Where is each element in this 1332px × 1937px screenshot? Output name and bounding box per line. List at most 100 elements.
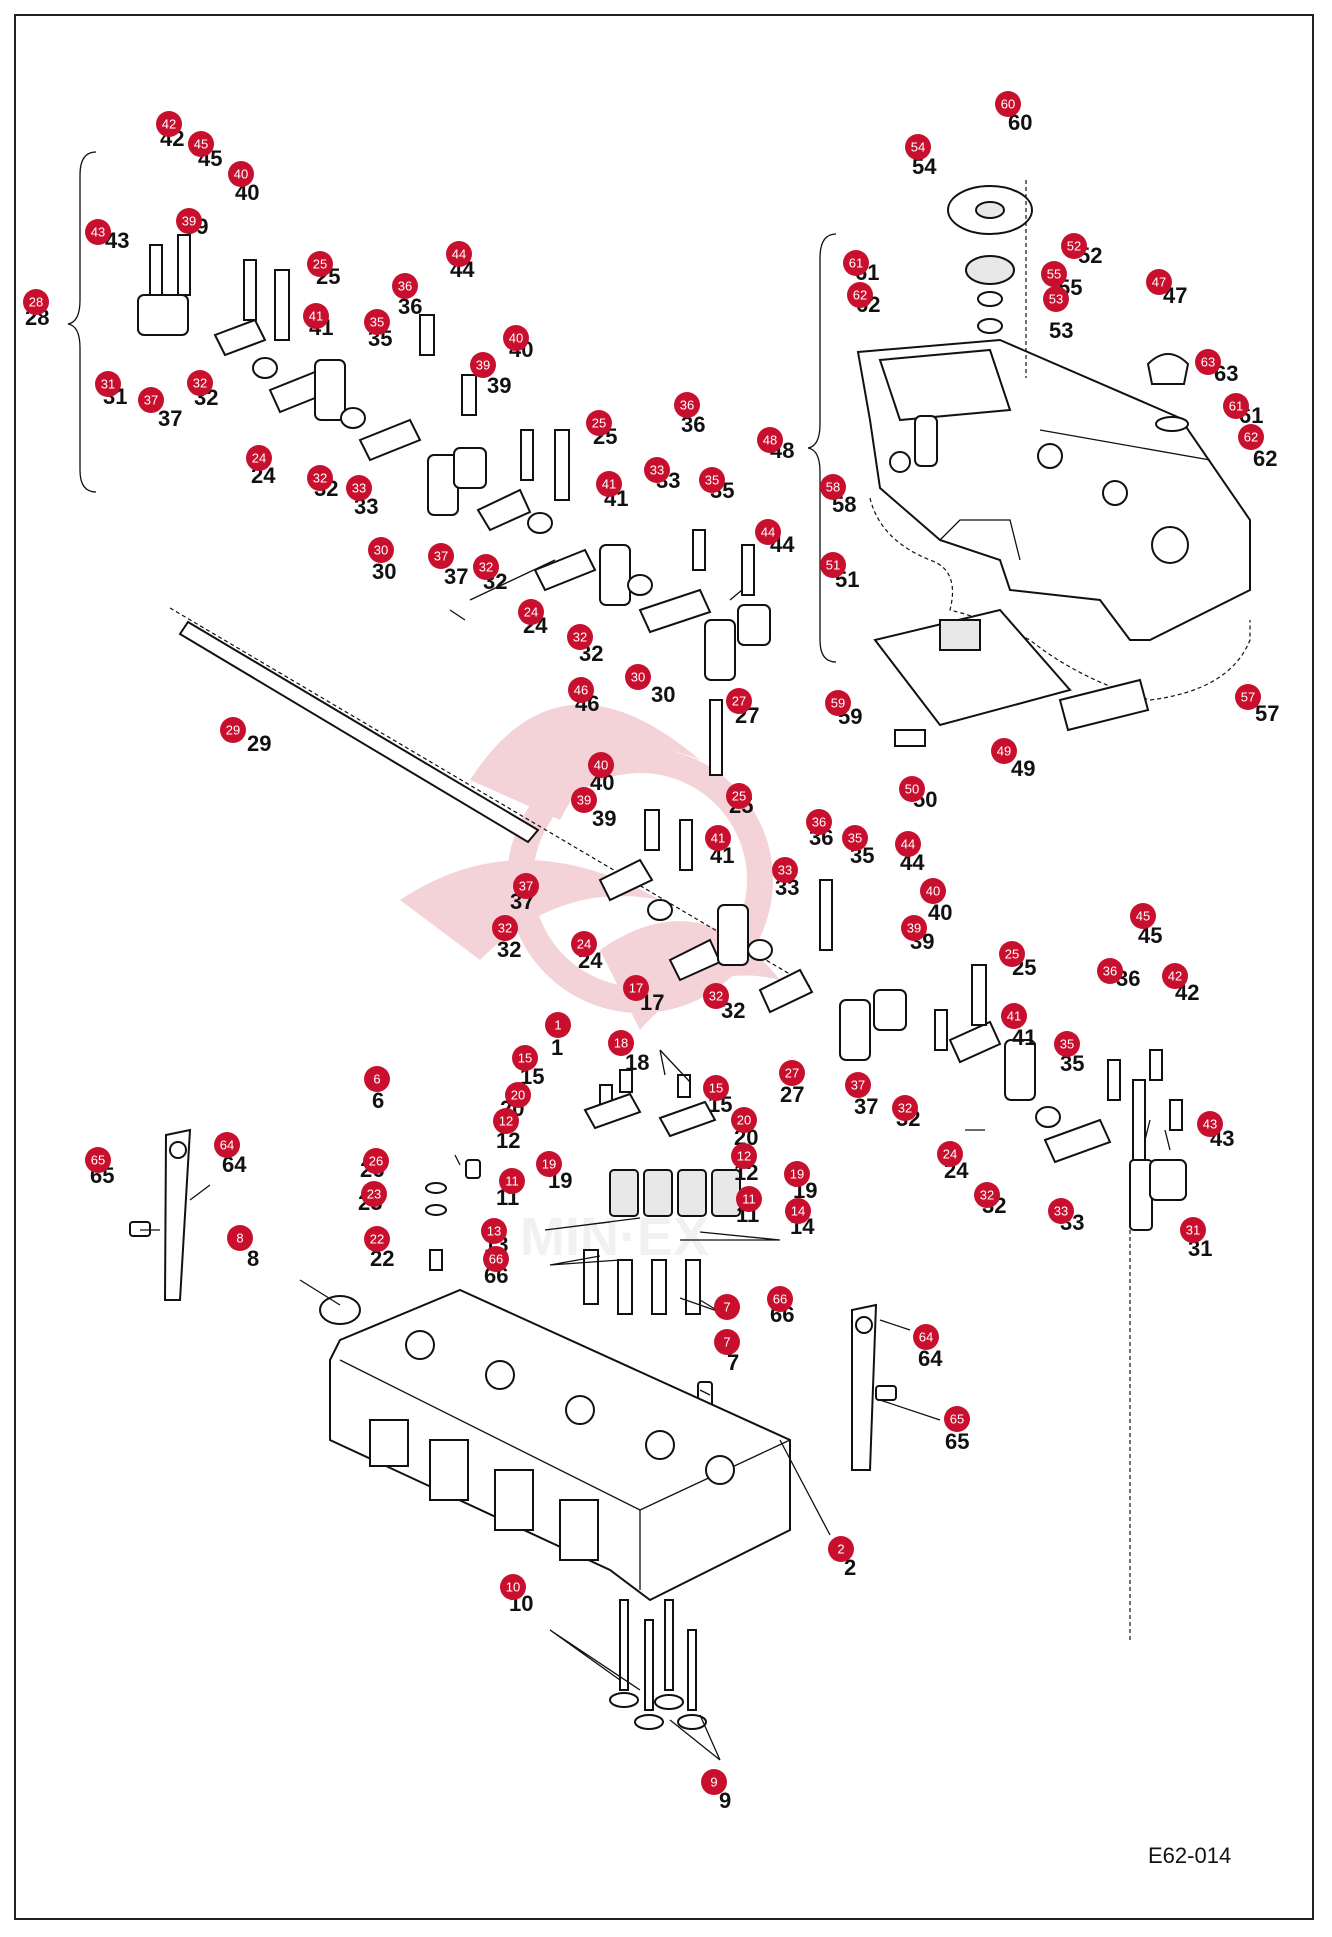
callout-badge[interactable] [1223,393,1249,419]
callout-badge[interactable] [303,303,329,329]
callout-badge[interactable] [23,289,49,315]
callout-badge[interactable] [481,1218,507,1244]
callout-badge[interactable] [368,537,394,563]
callout-badge[interactable] [512,1045,538,1071]
part-callout-7[interactable]: 77 [714,1294,740,1322]
callout-badge[interactable] [731,1143,757,1169]
callout-badge[interactable] [1041,261,1067,287]
callout-badge[interactable] [843,250,869,276]
callout-badge[interactable] [999,941,1025,967]
callout-badge[interactable] [470,352,496,378]
part-callout-9[interactable]: 99 [701,1769,731,1813]
callout-badge[interactable] [726,688,752,714]
callout-badge[interactable] [779,1060,805,1086]
callout-badge[interactable] [731,1107,757,1133]
callout-badge[interactable] [364,309,390,335]
callout-badge[interactable] [85,1147,111,1173]
callout-badge[interactable] [674,392,700,418]
callout-badge[interactable] [545,1012,571,1038]
callout-badge[interactable] [913,1324,939,1350]
callout-badge[interactable] [905,134,931,160]
callout-badge[interactable] [187,370,213,396]
callout-badge[interactable] [364,1066,390,1092]
callout-badge[interactable] [361,1181,387,1207]
callout-badge[interactable] [995,91,1021,117]
callout-badge[interactable] [188,131,214,157]
callout-badge[interactable] [757,427,783,453]
callout-badge[interactable] [518,599,544,625]
callout-badge[interactable] [567,624,593,650]
callout-badge[interactable] [1195,349,1221,375]
callout-badge[interactable] [571,787,597,813]
callout-badge[interactable] [820,474,846,500]
callout-badge[interactable] [608,1030,634,1056]
callout-badge[interactable] [473,554,499,580]
callout-badge[interactable] [701,1769,727,1795]
callout-badge[interactable] [820,552,846,578]
callout-badge[interactable] [568,677,594,703]
callout-badge[interactable] [1146,269,1172,295]
callout-badge[interactable] [991,738,1017,764]
callout-badge[interactable] [95,371,121,397]
part-callout-6[interactable]: 66 [364,1066,390,1113]
callout-badge[interactable] [536,1151,562,1177]
callout-badge[interactable] [920,878,946,904]
callout-badge[interactable] [392,273,418,299]
callout-badge[interactable] [784,1161,810,1187]
callout-badge[interactable] [847,282,873,308]
callout-badge[interactable] [346,475,372,501]
callout-badge[interactable] [499,1168,525,1194]
callout-badge[interactable] [1097,958,1123,984]
part-callout-2[interactable]: 22 [828,1536,856,1580]
